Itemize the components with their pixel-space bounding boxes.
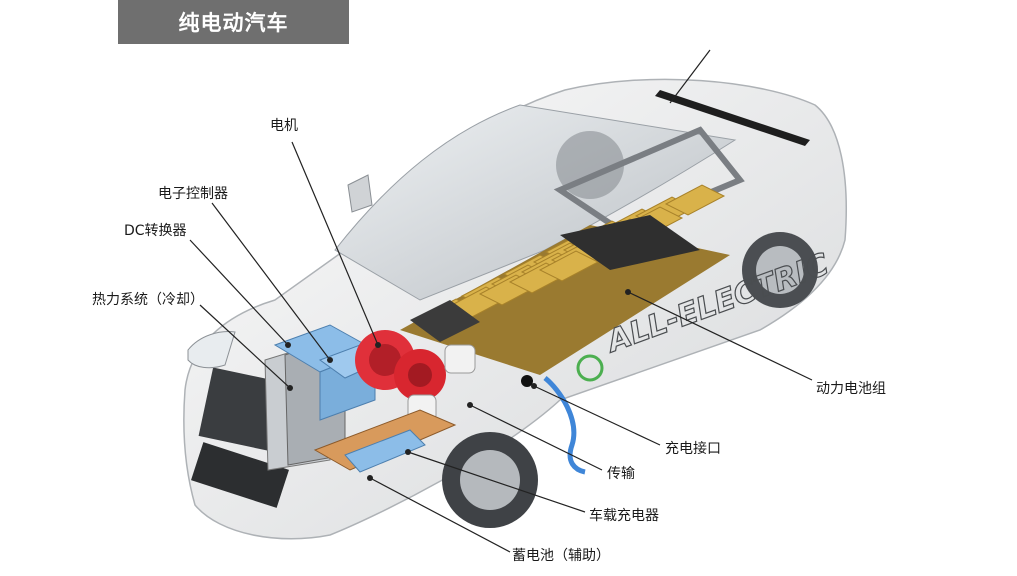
- aux-battery-unit: [344, 429, 426, 473]
- title-banner: 纯电动汽车: [118, 0, 349, 44]
- windshield: [334, 104, 737, 301]
- rear-suspension: [553, 126, 745, 234]
- dark-module: [560, 215, 700, 270]
- label-charge-port: 充电接口: [665, 441, 721, 457]
- label-onboard-charger: 车载充电器: [589, 508, 659, 524]
- label-thermal-system: 热力系统（冷却）: [92, 292, 204, 308]
- battery-tray: [400, 225, 730, 375]
- battery-cell-block: [664, 184, 726, 216]
- eco-logo: [576, 354, 604, 382]
- battery-cell-block: [538, 250, 600, 282]
- label-controller: 电子控制器: [158, 186, 228, 202]
- label-battery-pack: 动力电池组: [816, 381, 886, 397]
- headlight: [187, 331, 236, 369]
- leader-dots: [285, 289, 631, 481]
- roof-antenna: [655, 90, 810, 146]
- label-transmission: 传输: [607, 466, 635, 482]
- label-aux-battery: 蓄电池（辅助）: [512, 548, 610, 564]
- charge-port: [521, 375, 533, 387]
- leader-lines: [189, 49, 813, 553]
- side-mirror: [347, 174, 373, 213]
- label-motor: 电机: [270, 118, 298, 134]
- diagram-title: 纯电动汽车: [178, 11, 289, 35]
- charge-cable: [543, 376, 586, 475]
- label-dc-converter: DC转换器: [124, 223, 187, 239]
- lower-intake: [191, 442, 289, 508]
